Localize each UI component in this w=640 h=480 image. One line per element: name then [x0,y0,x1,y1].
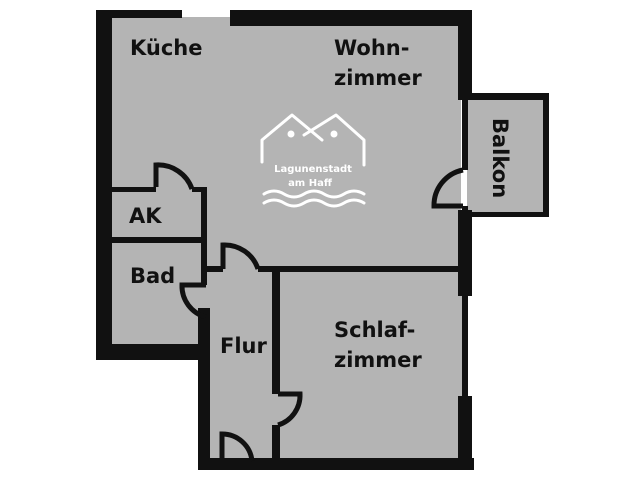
logo-line-2: am Haff [288,178,333,189]
wall-balcony-left-b [462,206,468,213]
wall-living-south-a [201,266,223,272]
wall-right-low [462,296,468,396]
wave-bottom-icon [262,198,366,208]
label-bad: Bad [130,264,175,288]
wall-right-top [458,10,472,98]
wall-hall-bed-b [272,425,280,465]
logo-line-1: Lagunenstadt [274,164,352,175]
wall-bottom-bad [96,344,208,360]
wall-ak-top-a [112,187,156,192]
wall-bad-right-b [201,317,207,357]
house-left-icon [260,113,324,164]
house-right-icon [302,113,366,167]
bedroom-floor [275,275,463,464]
wall-right-bottom [458,396,472,470]
wave-top-icon [262,189,366,199]
label-wohnzimmer-2: zimmer [334,66,422,90]
balcony-floor [467,99,543,213]
door-balcony [431,167,464,209]
wall-balcony-right [543,93,549,217]
wall-top-right [230,10,472,26]
window-left-icon [287,130,295,138]
label-wohnzimmer-1: Wohn- [334,36,409,60]
wall-ak-right [201,187,207,271]
door-bedroom [277,391,303,428]
label-balkon: Balkon [488,118,512,198]
door-bad [179,282,207,320]
doors [153,162,464,462]
wall-bottom [198,458,474,470]
window-right-icon [330,130,338,138]
wall-living-south-b [258,266,468,272]
wall-hall-bed-a [272,266,280,394]
room-labels: Küche Wohn- zimmer Balkon AK Bad Flur Sc… [129,36,512,372]
wall-right-mid [458,210,472,296]
wall-balcony-top [458,93,548,100]
label-ak: AK [129,204,162,228]
door-hall [220,242,261,270]
wall-ak-bottom [112,237,207,243]
label-kueche: Küche [130,36,203,60]
door-ak [153,162,195,190]
wall-ak-top-b [192,187,206,192]
wall-left [96,10,112,360]
label-flur: Flur [220,334,267,358]
door-entrance [219,431,255,462]
wall-balcony-left-a [462,100,468,170]
hallway-floor [205,270,275,464]
wall-balcony-bottom [458,212,549,217]
floor-areas [103,17,543,464]
label-schlafzimmer-2: zimmer [334,348,422,372]
two-houses-waves-logo: Lagunenstadt am Haff [260,113,366,208]
label-schlafzimmer-1: Schlaf- [334,318,415,342]
walls [96,10,549,470]
wall-bad-right-a [201,243,207,285]
wall-top-left [96,10,182,18]
